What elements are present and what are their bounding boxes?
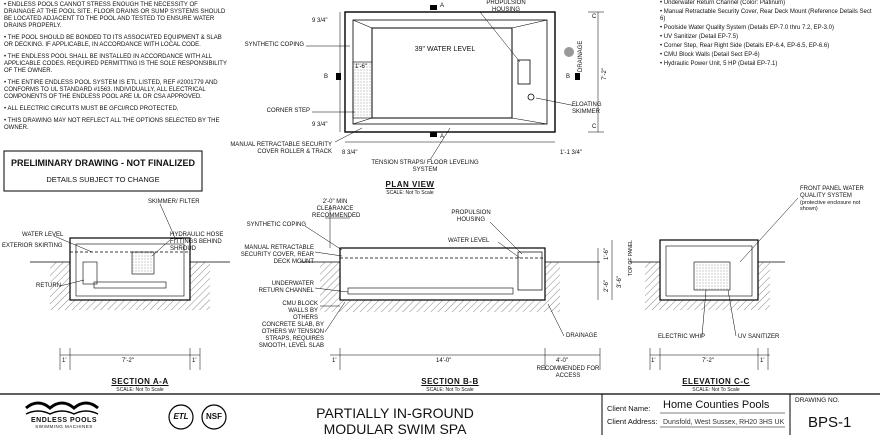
elevation-c-drawing	[630, 197, 799, 370]
sa-skimmer-label: SKIMMER/ FILTER	[148, 199, 200, 205]
plan-drainage-label: DRAINAGE	[578, 40, 584, 72]
endless-pools-logo: ENDLESS POOLS SWIMMING MACHINES	[30, 417, 97, 429]
client-name-label: Client Name:	[607, 404, 651, 413]
plan-mark-b-right: B	[566, 74, 571, 80]
title-block-frame	[0, 393, 880, 435]
plan-view-scale: SCALE: Not To Scale	[386, 190, 434, 196]
general-notes: • ENDLESS POOLS CANNOT STRESS ENOUGH THE…	[4, 2, 230, 132]
spec-item: • Manual Retractable Security Cover, Rea…	[660, 9, 872, 22]
sa-water-level-label: WATER LEVEL	[22, 232, 64, 238]
spec-item: • Corner Step, Rear Right Side (Details …	[660, 43, 830, 49]
sa-dim-right: 1'	[192, 358, 197, 364]
plan-propulsion-label: PROPULSION HOUSING	[486, 0, 526, 13]
drawing-no-label: DRAWING NO.	[795, 397, 840, 404]
sb-access-label: RECOMMENDED FOR ACCESS	[536, 366, 600, 379]
ec-front-panel-note: (protective enclosure not shown)	[800, 200, 861, 212]
ec-dim-left: 1'	[651, 358, 656, 364]
product-title: PARTIALLY IN-GROUND MODULAR SWIM SPA	[316, 405, 474, 437]
plan-corner-step-label: CORNER STEP	[266, 108, 310, 114]
ec-dim-right: 1'	[760, 358, 765, 364]
sb-slab-label: CONCRETE SLAB, BY OTHERS w/ TENSION STRA…	[258, 322, 324, 349]
sb-top-of-panel: TOP OF PANEL	[628, 240, 634, 276]
spec-item: • UV Sanitizer (Detail EP-7.5)	[660, 34, 739, 40]
sa-dim-left: 1'	[62, 358, 67, 364]
note-item: • THE ENDLESS POOL SHALL BE INSTALLED IN…	[4, 54, 227, 74]
plan-cover-label: MANUAL RETRACTABLE SECURITY COVER ROLLER…	[230, 142, 332, 155]
section-a-title: SECTION A-A	[111, 377, 169, 386]
preliminary-title: PRELIMINARY DRAWING - NOT FINALIZED	[11, 158, 195, 168]
options-list: • Underwater Return Channel (Color: Plat…	[660, 0, 876, 68]
sb-dim-right: 4'-0"	[556, 358, 568, 364]
sb-water-level-label: WATER LEVEL	[448, 238, 490, 244]
section-b-scale: SCALE: Not To Scale	[426, 387, 474, 393]
section-b-drawing	[300, 205, 613, 370]
plan-view-drawing	[306, 5, 604, 161]
note-item: • THE POOL SHOULD BE BONDED TO ITS ASSOC…	[4, 35, 222, 48]
plan-dim-c: 9 3/4"	[312, 122, 328, 128]
client-name-value: Home Counties Pools	[663, 399, 770, 411]
note-item: • THE ENTIRE ENDLESS POOL SYSTEM IS ETL …	[4, 80, 218, 100]
sa-hose-label: HYDRAULIC HOSE FITTINGS BEHIND SHROUD	[170, 232, 224, 252]
sb-dim-left: 1'	[332, 358, 337, 364]
drawing-no-value: BPS-1	[808, 414, 852, 431]
plan-dim-d: 8 3/4"	[342, 150, 358, 156]
plan-dim-e: 1'-1 3/4"	[560, 150, 582, 156]
plan-mark-c-bottom: C	[592, 124, 597, 130]
note-item: • ALL ELECTRIC CIRCUITS MUST BE GFCI/RCD…	[4, 106, 179, 112]
section-b-title: SECTION B-B	[421, 377, 479, 386]
ec-electric-whip-label: ELECTRIC WHIP	[658, 334, 706, 340]
plan-mark-a-bottom: A	[440, 134, 445, 140]
sb-dim-h2: 2'-6"	[604, 280, 610, 292]
etl-logo: ETL	[173, 412, 189, 421]
client-address-label: Client Address:	[607, 417, 658, 426]
section-a-scale: SCALE: Not To Scale	[116, 387, 164, 393]
plan-mark-b-left: B	[324, 74, 329, 80]
plan-mark-a-top: A	[440, 3, 445, 9]
plan-dim-b: 1'-6"	[355, 64, 367, 70]
nsf-logo: NSF	[206, 412, 222, 421]
spec-item: • Underwater Return Channel (Color: Plat…	[660, 0, 786, 6]
preliminary-box	[3, 150, 203, 192]
plan-straps-label: TENSION STRAPS/ FLOOR LEVELING SYSTEM	[371, 160, 479, 173]
sb-dim-top: 3'-6"	[617, 276, 623, 288]
client-address-value: Dunsfold, West Sussex, RH20 3HS UK	[663, 419, 785, 426]
sb-return-channel-label: UNDERWATER RETURN CHANNEL	[258, 281, 314, 294]
spec-item: • Hydraulic Power Unit, 5 HP (Detail EP-…	[660, 61, 778, 67]
sa-skirting-label: EXTERIOR SKIRTING	[2, 243, 63, 249]
plan-view-title: PLAN VIEW	[385, 180, 435, 189]
note-item: • ENDLESS POOLS CANNOT STRESS ENOUGH THE…	[4, 2, 226, 29]
section-a-drawing	[30, 203, 230, 370]
spec-item: • Poolside Water Quality System (Details…	[660, 25, 834, 31]
plan-coping-label: SYNTHETIC COPING	[244, 42, 304, 48]
sb-drainage-label: DRAINAGE	[566, 333, 598, 339]
sb-clearance-label: 2'-0" MIN CLEARANCE RECOMMENDED	[312, 199, 361, 219]
preliminary-subtitle: DETAILS SUBJECT TO CHANGE	[46, 175, 160, 184]
elevation-c-scale: SCALE: Not To Scale	[692, 387, 740, 393]
plan-water-level: 39" WATER LEVEL	[414, 46, 476, 53]
note-item: • THIS DRAWING MAY NOT REFLECT ALL THE O…	[4, 118, 220, 131]
sa-dim-mid: 7'-2"	[122, 358, 134, 364]
sb-coping-label: SYNTHETIC COPING	[246, 222, 306, 228]
sb-dim-h1: 1'-6"	[604, 248, 610, 260]
sa-return-label: RETURN	[36, 283, 61, 289]
sb-dim-len: 14'-0"	[436, 358, 452, 364]
plan-mark-c-top: C	[592, 14, 597, 20]
sb-cover-label: MANUAL RETRACTABLE SECURITY COVER, REAR …	[240, 245, 314, 265]
sb-propulsion-label: PROPULSION HOUSING	[451, 210, 491, 223]
spec-item: • CMU Block Walls (Detail Sect EP-6)	[660, 52, 760, 58]
plan-dim-f: 7'-2"	[602, 68, 608, 80]
sb-cmu-label: CMU BLOCK WALLS BY OTHERS	[282, 301, 318, 321]
ec-dim-mid: 7'-2"	[702, 358, 714, 364]
plan-skimmer-label: FLOATING SKIMMER	[572, 102, 602, 115]
elevation-c-title: ELEVATION C-C	[682, 377, 750, 386]
ec-front-panel-label: FRONT PANEL WATER QUALITY SYSTEM	[800, 186, 864, 199]
ec-uv-label: UV SANITIZER	[738, 334, 780, 340]
plan-dim-a: 9 3/4"	[312, 18, 328, 24]
